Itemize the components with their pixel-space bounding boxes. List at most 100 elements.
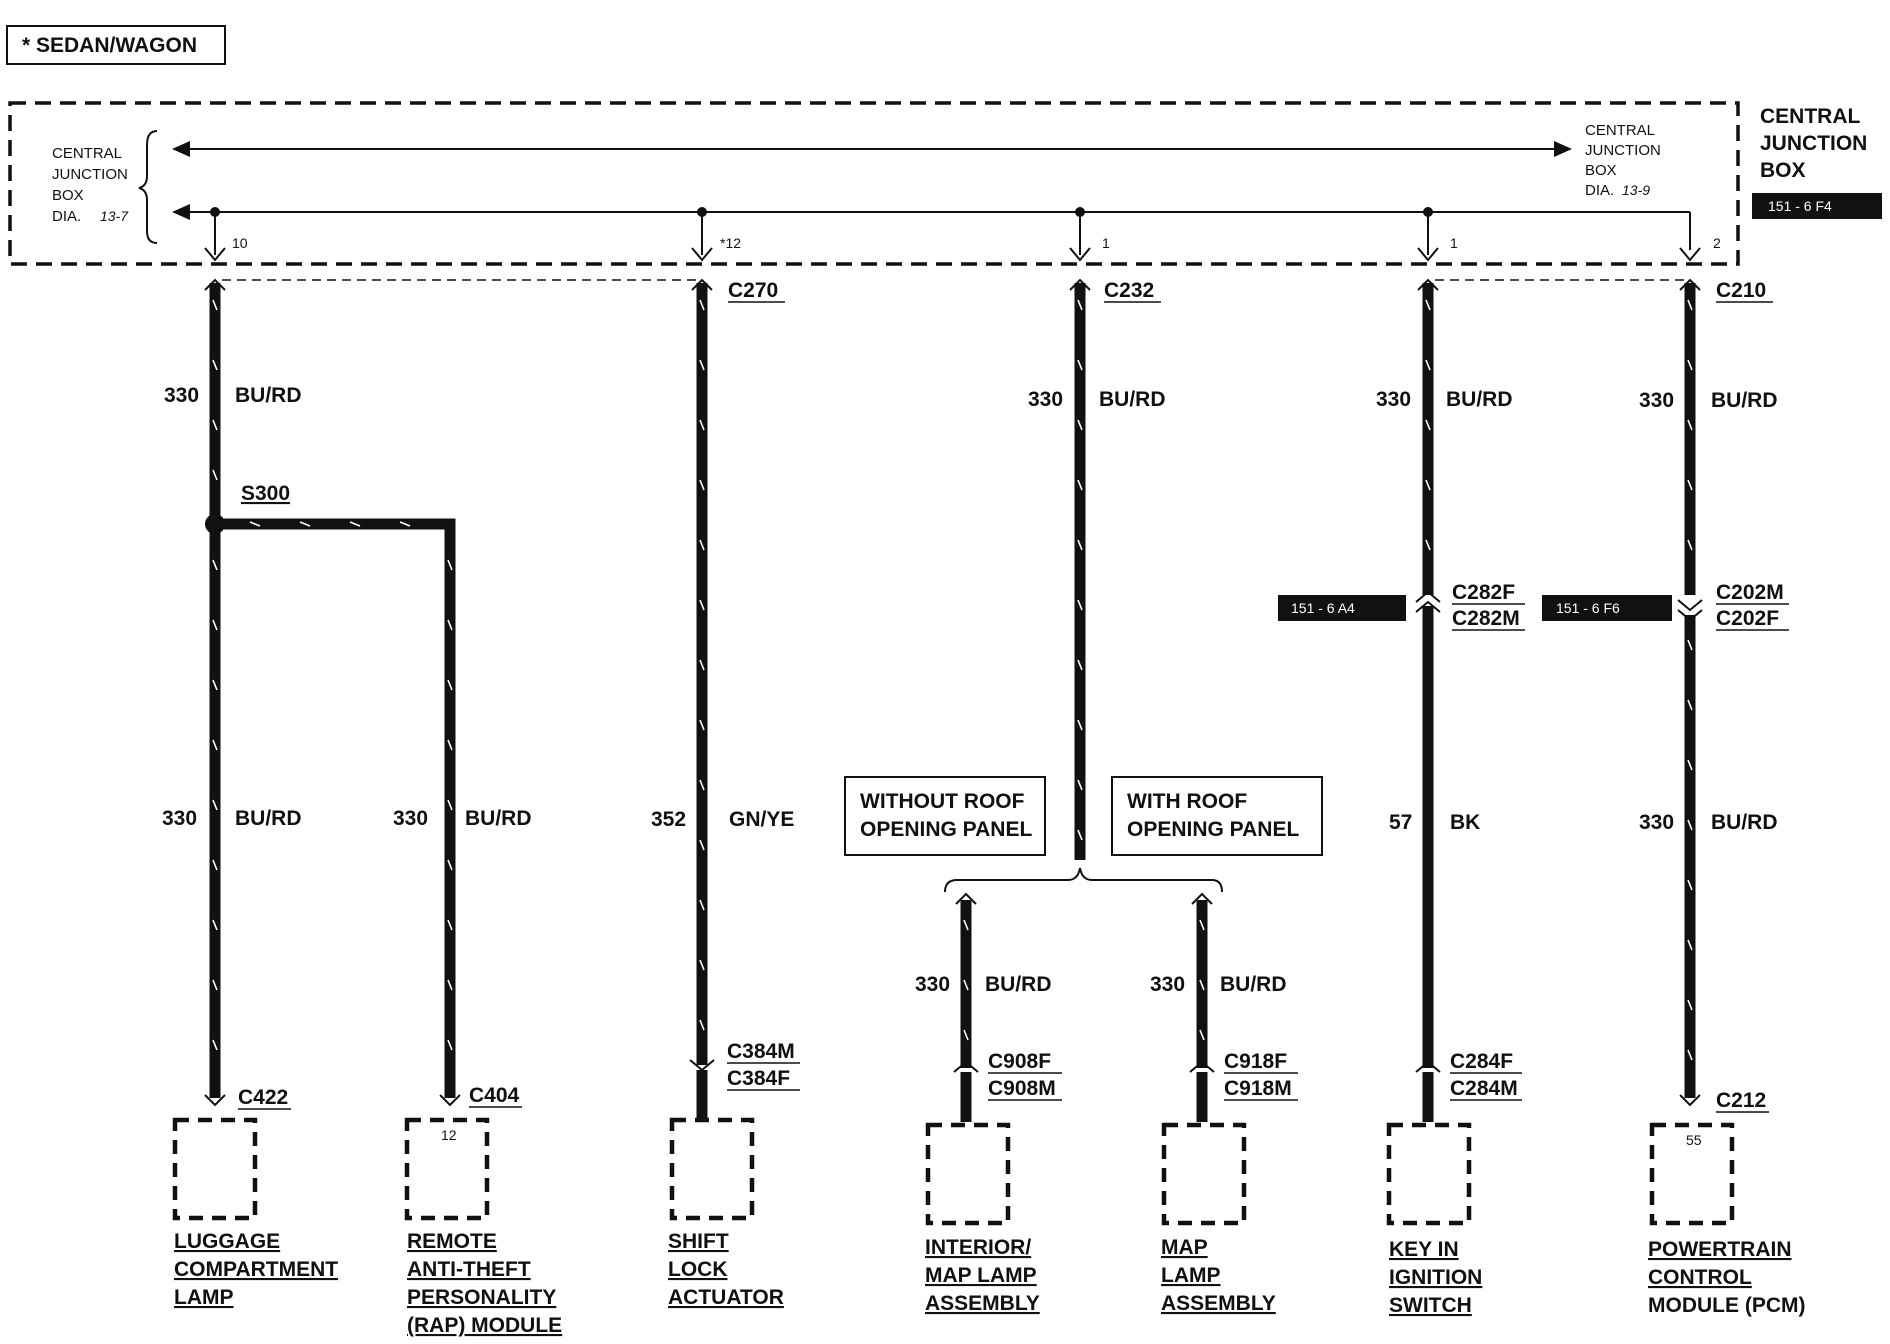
wire-color-3: GN/YE <box>729 808 794 831</box>
luggage-label-1: LUGGAGE <box>174 1230 280 1253</box>
wire-num-8-bot: 330 <box>1639 811 1674 834</box>
pin-label-1: 10 <box>232 235 248 251</box>
note-label: * SEDAN/WAGON <box>22 34 197 57</box>
key-label-3: SWITCH <box>1389 1294 1472 1317</box>
connector-c404: C404 <box>469 1084 520 1107</box>
wire-color-8-top: BU/RD <box>1711 389 1778 412</box>
pcm-label-2: CONTROL <box>1648 1266 1752 1289</box>
wire-num-7-bot: 57 <box>1389 811 1412 834</box>
pin-label-3: 1 <box>1102 235 1110 251</box>
wire-color-6: BU/RD <box>1220 973 1287 996</box>
pin-rap: 12 <box>441 1127 457 1143</box>
luggage-label-3: LAMP <box>174 1286 234 1309</box>
splice-s300-label: S300 <box>241 482 290 505</box>
splice-s300-dot <box>205 514 225 534</box>
left-ref-num: 13-7 <box>100 208 129 224</box>
key-label-1: KEY IN <box>1389 1238 1459 1261</box>
shift-label-1: SHIFT <box>668 1230 729 1253</box>
connector-c270: C270 <box>728 279 778 302</box>
option-without-roof: WITHOUT ROOF OPENING PANEL <box>844 776 1046 856</box>
reference-arrow-right-head <box>1554 141 1572 157</box>
connector-c284m: C284M <box>1450 1077 1518 1100</box>
connector-c422: C422 <box>238 1086 288 1109</box>
connector-c282m: C282M <box>1452 607 1520 630</box>
key-label-2: IGNITION <box>1389 1266 1482 1289</box>
connector-c918f: C918F <box>1224 1050 1287 1073</box>
central-junction-box: CENTRAL JUNCTION BOX 151 - 6 F4 CENTRAL … <box>8 101 1882 266</box>
connector-c202m: C202M <box>1716 581 1784 604</box>
wire-color-7-top: BU/RD <box>1446 388 1513 411</box>
connector-symbols <box>204 278 1703 1122</box>
component-map-lamp <box>1161 1122 1247 1226</box>
reference-arrow-left-head <box>172 141 190 157</box>
connector-c210: C210 <box>1716 279 1766 302</box>
ref-tag-c202-text: 151 - 6 F6 <box>1556 600 1620 616</box>
svg-text:WITHOUT ROOF: WITHOUT ROOF <box>860 790 1025 813</box>
interior-label-1: INTERIOR/ <box>925 1236 1031 1259</box>
component-luggage-lamp <box>172 1117 258 1221</box>
wire-num-8-top: 330 <box>1639 389 1674 412</box>
wire-labels: 330 BU/RD 330 BU/RD 330 BU/RD 352 GN/YE … <box>162 384 1778 996</box>
component-rap-module <box>404 1117 490 1221</box>
pin-label-2: *12 <box>720 235 741 251</box>
component-shift-lock <box>669 1117 755 1221</box>
wire-color-7-bot: BK <box>1450 811 1480 834</box>
option-brace <box>944 867 1223 893</box>
connector-underlines <box>238 301 1789 1113</box>
connector-c232: C232 <box>1104 279 1154 302</box>
component-boxes <box>172 1117 1735 1226</box>
connector-labels: C270 C232 C210 C282F C282M C202M C202F C… <box>238 279 1784 1112</box>
shift-label-2: LOCK <box>668 1258 728 1281</box>
svg-text:OPENING PANEL: OPENING PANEL <box>860 818 1032 841</box>
right-ref-line-2: JUNCTION <box>1585 142 1661 159</box>
junction-box-title-2: JUNCTION <box>1760 132 1867 155</box>
map-label-2: LAMP <box>1161 1264 1221 1287</box>
left-ref-line-4: DIA. <box>52 208 81 225</box>
connector-c908f: C908F <box>988 1050 1051 1073</box>
right-ref-num: 13-9 <box>1622 182 1650 198</box>
junction-box-ref-tag-text: 151 - 6 F4 <box>1768 198 1832 214</box>
interior-label-3: ASSEMBLY <box>925 1292 1040 1315</box>
connector-c384f: C384F <box>727 1067 790 1090</box>
wire-num-6: 330 <box>1150 973 1185 996</box>
rap-label-4: (RAP) MODULE <box>407 1314 562 1337</box>
left-brace <box>138 130 158 244</box>
connector-c918m: C918M <box>1224 1077 1292 1100</box>
component-key-in-ignition <box>1386 1122 1472 1226</box>
interior-label-2: MAP LAMP <box>925 1264 1037 1287</box>
junction-box-title-3: BOX <box>1760 159 1806 182</box>
pcm-label-1: POWERTRAIN <box>1648 1238 1792 1261</box>
pin-label-5: 2 <box>1713 235 1721 251</box>
svg-text:WITH ROOF: WITH ROOF <box>1127 790 1247 813</box>
wire-num-3: 352 <box>651 808 686 831</box>
junction-box-title-1: CENTRAL <box>1760 105 1860 128</box>
map-label-1: MAP <box>1161 1236 1208 1259</box>
option-with-roof: WITH ROOF OPENING PANEL <box>1111 776 1323 856</box>
wire-color-2: BU/RD <box>465 807 532 830</box>
right-ref-line-3: BOX <box>1585 162 1617 179</box>
svg-text:OPENING PANEL: OPENING PANEL <box>1127 818 1299 841</box>
wire-330-rap <box>215 518 456 1098</box>
connector-c284f: C284F <box>1450 1050 1513 1073</box>
wire-color-1-bot: BU/RD <box>235 807 302 830</box>
rap-label-1: REMOTE <box>407 1230 497 1253</box>
wire-num-1-bot: 330 <box>162 807 197 830</box>
component-interior-map-lamp <box>925 1122 1011 1226</box>
ref-tag-c282 <box>1278 595 1406 621</box>
junction-box-ref-tag <box>1752 193 1882 219</box>
wire-hatching <box>212 299 1693 1061</box>
rap-label-2: ANTI-THEFT <box>407 1258 531 1281</box>
shift-label-3: ACTUATOR <box>668 1286 784 1309</box>
pcm-label-3: MODULE (PCM) <box>1648 1294 1805 1317</box>
component-pcm <box>1649 1122 1735 1226</box>
right-ref-line-4: DIA. <box>1585 182 1614 199</box>
left-ref-line-3: BOX <box>52 187 84 204</box>
junction-box-outline <box>8 101 1740 266</box>
luggage-label-2: COMPARTMENT <box>174 1258 338 1281</box>
note-box: * SEDAN/WAGON <box>6 25 226 65</box>
pin-label-4: 1 <box>1450 235 1458 251</box>
component-labels: LUGGAGE COMPARTMENT LAMP REMOTE ANTI-THE… <box>174 1230 1805 1337</box>
right-ref-line-1: CENTRAL <box>1585 122 1655 139</box>
ref-tag-c202 <box>1542 595 1672 621</box>
left-ref-line-1: CENTRAL <box>52 145 122 162</box>
